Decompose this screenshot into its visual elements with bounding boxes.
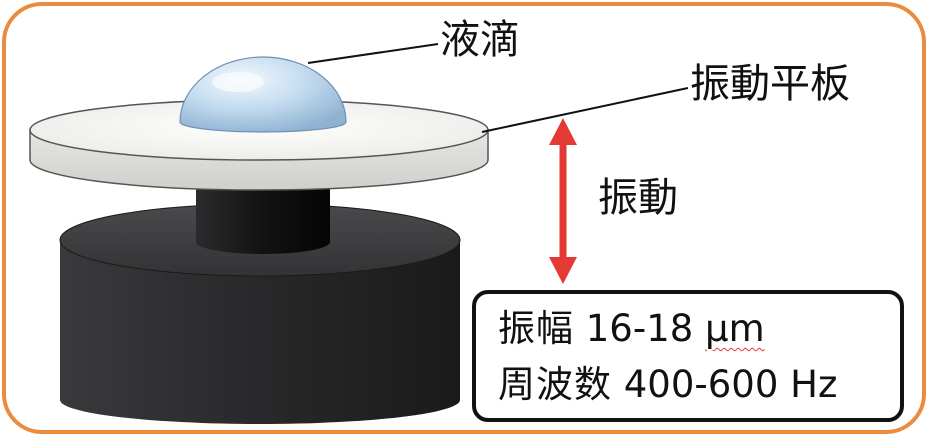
shaft [196,180,330,254]
frequency-unit: Hz [790,363,838,406]
amplitude-value: 16-18 [585,307,694,350]
double-arrow-icon [549,118,577,284]
frequency-spec: 周波数 400-600 Hz [498,366,837,403]
spec-box: 振幅 16-18 μm 周波数 400-600 Hz [472,290,904,422]
vibration-label: 振動 [598,175,678,221]
droplet [179,56,347,133]
amplitude-unit: μm [705,307,765,350]
droplet-label: 液滴 [440,17,520,63]
plate-leader-line [481,87,689,133]
frequency-name: 周波数 [498,363,612,406]
frequency-value: 400-600 [623,363,779,406]
plate-label: 振動平板 [690,61,850,107]
amplitude-name: 振幅 [498,307,574,350]
droplet-leader-line [307,43,439,64]
outer-frame [2,2,926,434]
amplitude-spec: 振幅 16-18 μm [498,310,765,347]
